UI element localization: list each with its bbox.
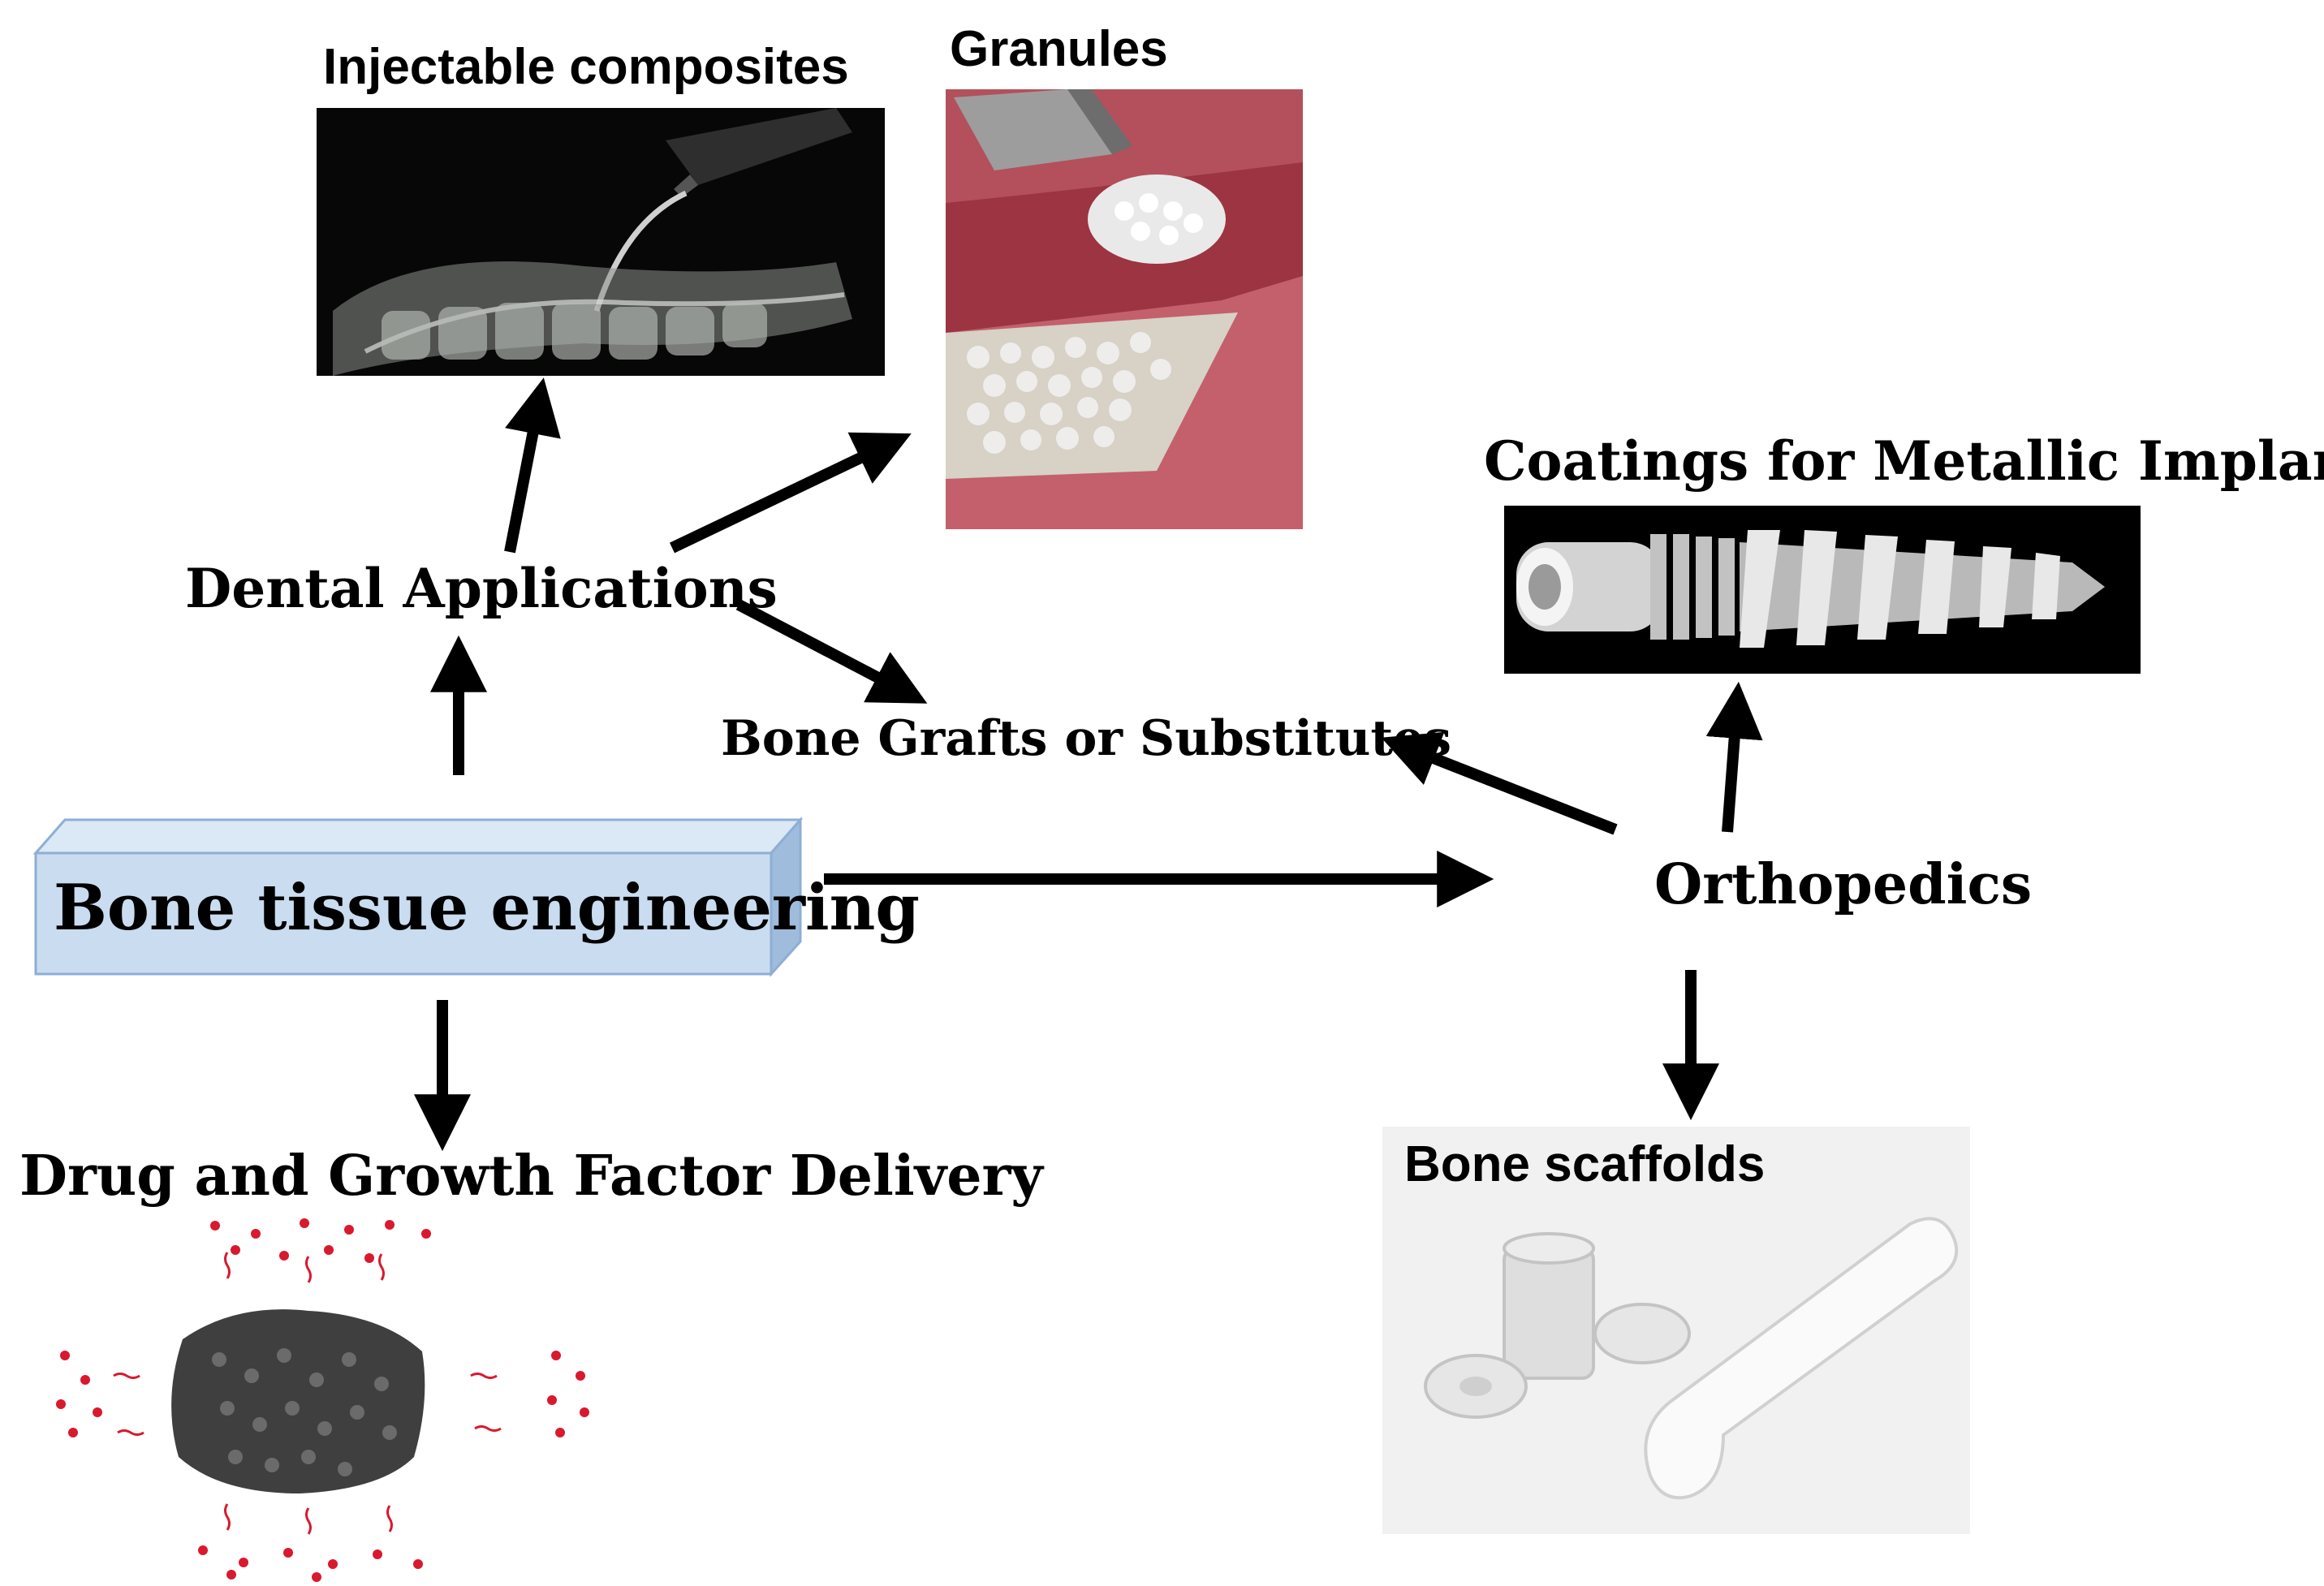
coatings-image: [1504, 506, 2141, 674]
center-node-label: Bone tissue engineering: [54, 871, 920, 945]
injectable-composites-image: [317, 108, 885, 376]
drug-delivery-image: [41, 1213, 609, 1583]
bone-scaffolds-image: [1382, 1127, 1970, 1534]
granules-label: Granules: [950, 21, 1168, 77]
coatings-label: Coatings for Metallic Implants: [1484, 429, 2324, 493]
bone-grafts-label: Bone Grafts or Substitutes: [721, 710, 1452, 767]
dental-applications-label: Dental Applications: [185, 557, 778, 620]
arrow-ortho-to-grafts: [1381, 731, 1618, 835]
injectable-composites-label: Injectable composites: [323, 39, 849, 95]
arrow-dental-to-grafts: [735, 599, 928, 704]
bone-scaffolds-label: Bone scaffolds: [1404, 1136, 1766, 1192]
granules-image: [946, 89, 1303, 529]
arrow-to-granules: [669, 432, 912, 554]
arrow-to-injectable: [504, 377, 561, 554]
orthopedics-label: Orthopedics: [1654, 852, 2033, 917]
drug-delivery-label: Drug and Growth Factor Delivery: [19, 1144, 1043, 1209]
arrow-to-coatings: [1705, 681, 1763, 833]
